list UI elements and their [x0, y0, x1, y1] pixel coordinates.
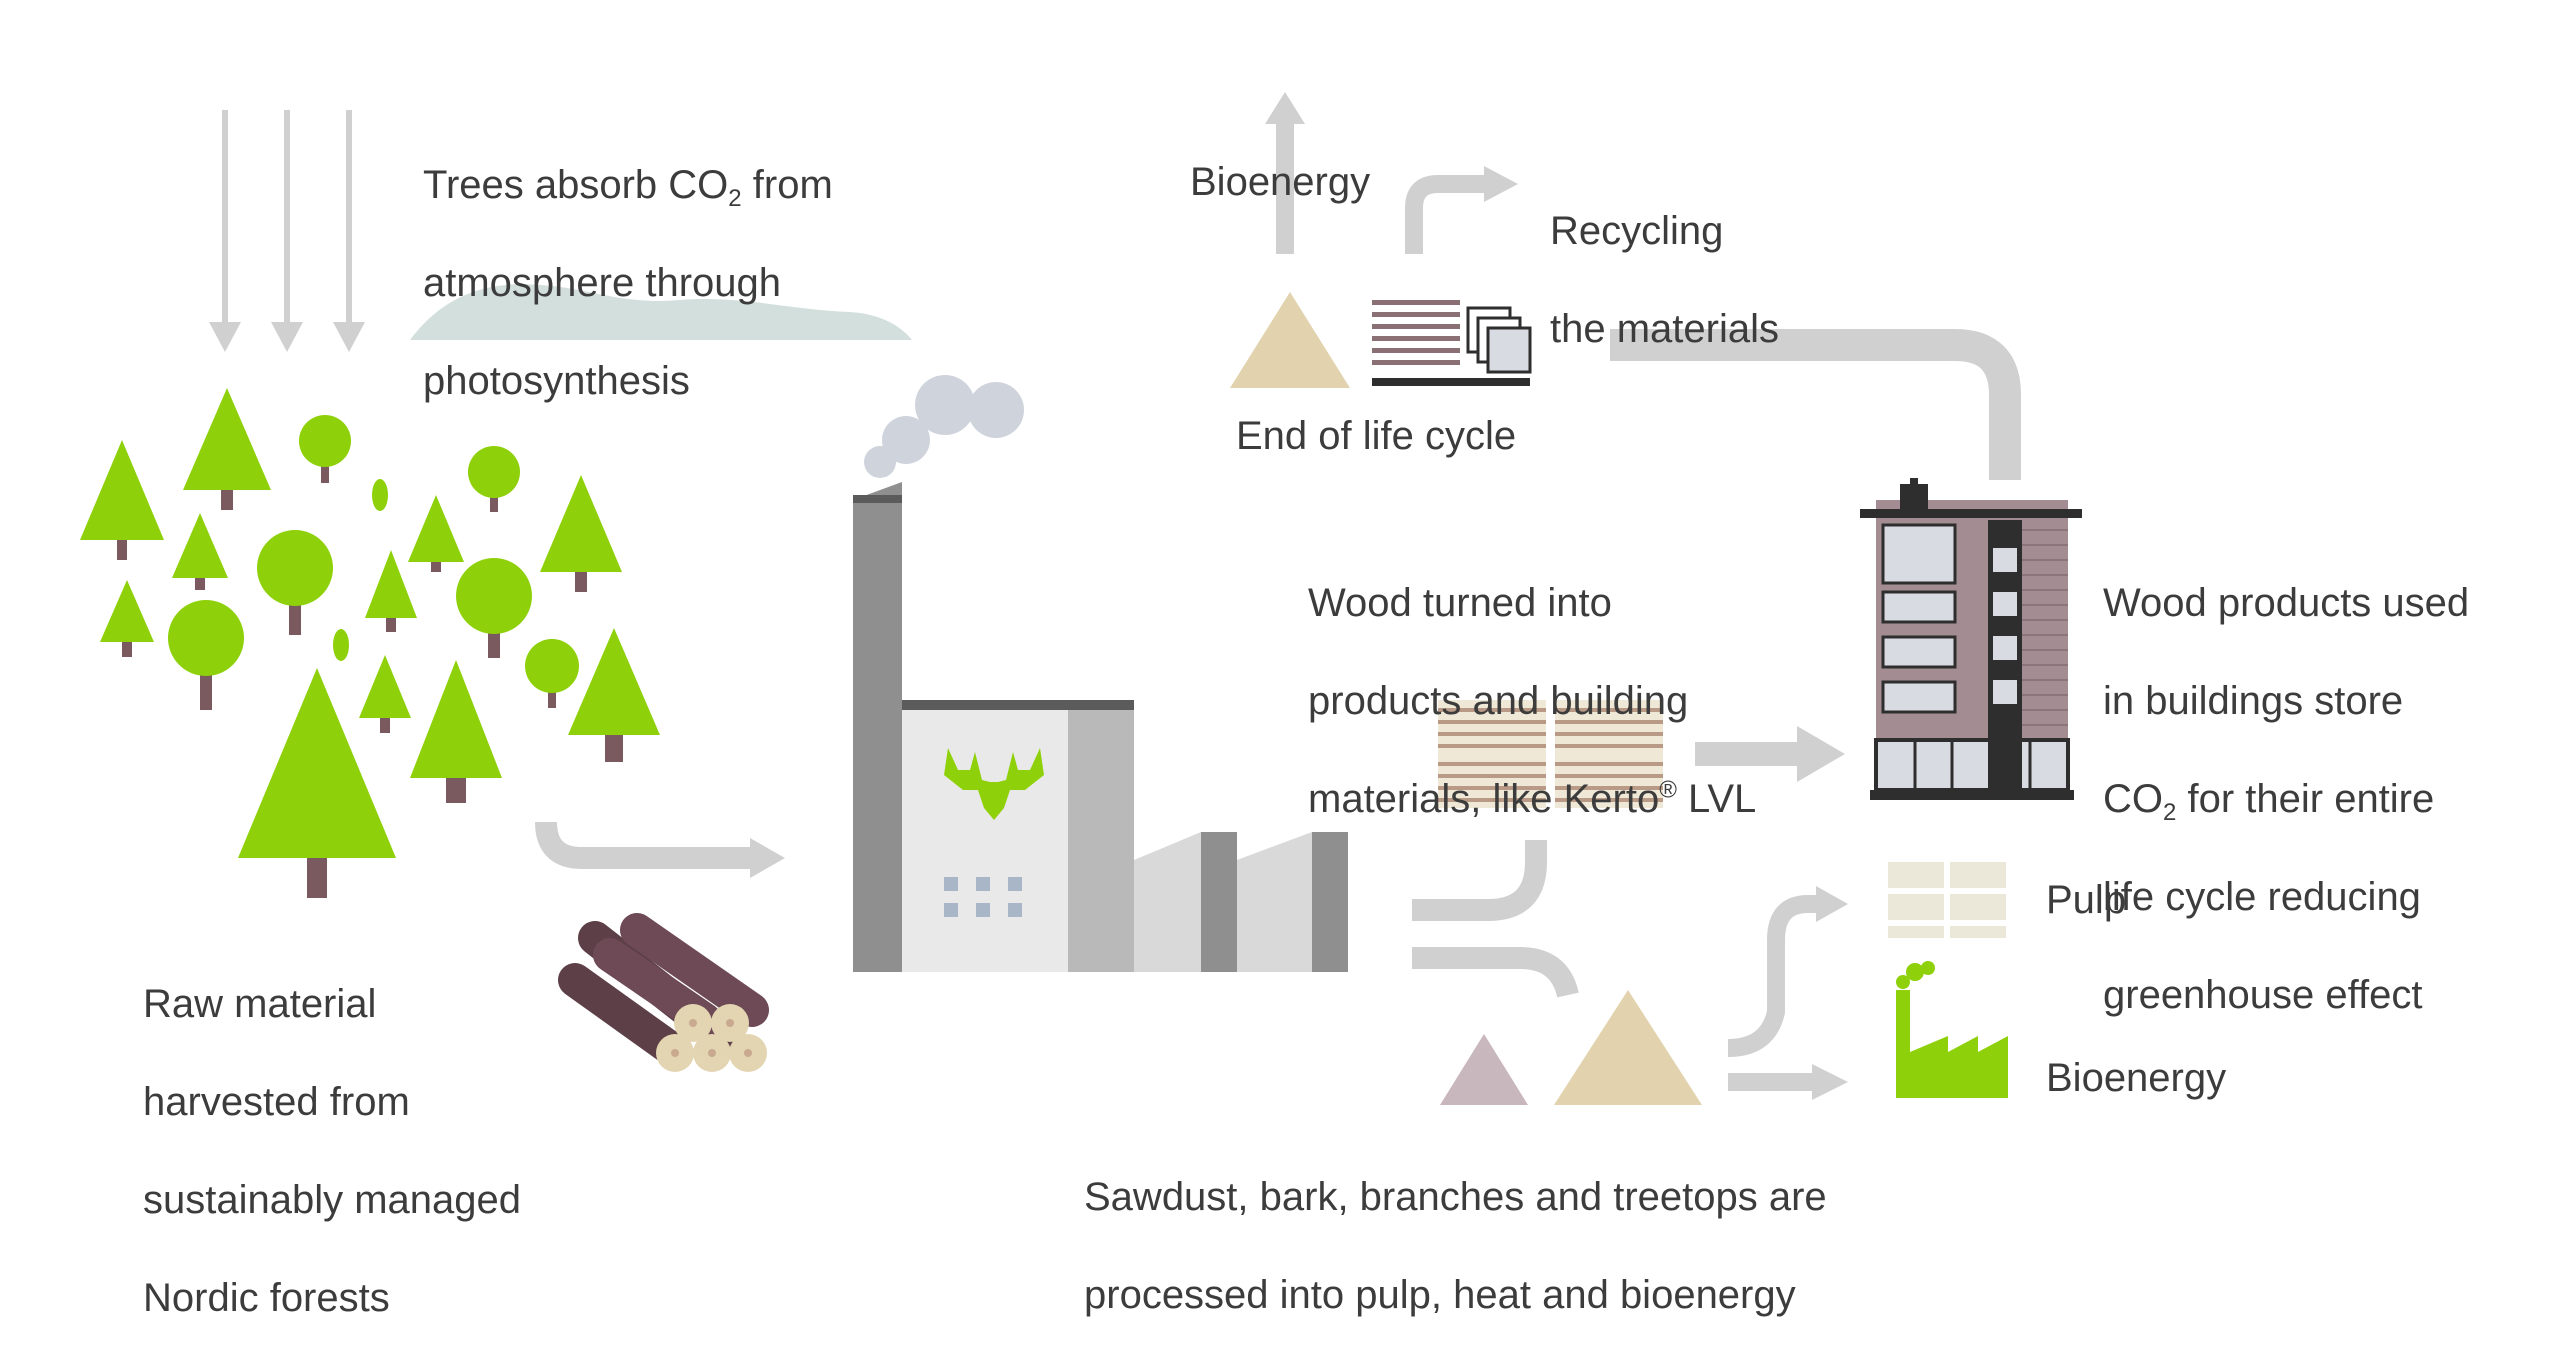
round-tree [525, 639, 579, 708]
conifer-tree [408, 495, 464, 572]
leaf-shape [333, 629, 349, 661]
conifer-tree [183, 388, 271, 510]
bioenergy-up-arrowhead [1265, 92, 1305, 124]
conifer-tree [100, 580, 154, 657]
recycling-arrow [1405, 175, 1488, 254]
leaf-shape [372, 479, 388, 511]
conifer-tree [359, 655, 411, 733]
pulp-label: Pulp [2046, 878, 2127, 922]
mill-to-byproducts-arrows [1412, 840, 1579, 998]
round-tree [168, 600, 244, 710]
stacked-materials-icon [1372, 300, 1532, 386]
recycling-label: Recycling the materials [1550, 209, 1779, 351]
wood-turned-label: Wood turned into products and building m… [1308, 581, 1757, 821]
bioenergy-bottom-label: Bioenergy [2046, 1056, 2227, 1100]
conifer-tree-large [238, 668, 396, 898]
recycling-arrowhead [1484, 166, 1518, 202]
lvl-to-building-arrowhead [1797, 726, 1845, 782]
bioenergy-top-label: Bioenergy [1190, 160, 1371, 204]
forest-to-mill-arrowhead [750, 838, 785, 878]
conifer-tree [540, 475, 622, 592]
sawdust-label: Sawdust, bark, branches and treetops are… [1084, 1175, 1827, 1317]
log-pile [558, 913, 769, 1072]
to-pulp-arrow [1727, 895, 1818, 1057]
sawmill-factory [853, 482, 1348, 972]
to-bioenergy-arrow [1728, 1073, 1812, 1091]
forest-to-mill-arrow [535, 821, 755, 869]
to-pulp-arrowhead [1816, 886, 1848, 922]
atmosphere-cloud-shape [410, 284, 912, 340]
round-tree [257, 530, 333, 635]
conifer-tree [410, 660, 502, 803]
conifer-tree [365, 550, 417, 632]
kerto-lvl-stack [1438, 700, 1663, 808]
conifer-tree [172, 513, 228, 590]
pulp-sheets-icon [1888, 862, 2006, 938]
sawdust-pile [1554, 990, 1702, 1105]
lifecycle-diagram [80, 92, 2082, 1105]
round-tree [468, 446, 520, 512]
bark-pile [1440, 1034, 1528, 1105]
end-of-life-label: End of life cycle [1236, 414, 1517, 458]
forest [80, 388, 660, 898]
bioenergy-up-arrow [1276, 120, 1294, 254]
co2-absorb-arrows [209, 110, 365, 352]
conifer-tree [80, 440, 164, 560]
wood-products-label: Wood products used in buildings store CO… [2103, 581, 2470, 1017]
round-tree [456, 558, 532, 658]
round-tree [299, 415, 351, 483]
small-factory-icon [1896, 961, 2008, 1098]
building-to-end-of-life-pipe [1610, 329, 2021, 480]
to-bioenergy-arrowhead [1812, 1064, 1848, 1100]
raw-material-label: Raw material harvested from sustainably … [143, 982, 522, 1320]
wood-building [1860, 478, 2082, 800]
moose-head-icon [944, 748, 1044, 820]
sand-pile-end-of-life [1230, 292, 1350, 388]
lvl-to-building-arrow [1695, 742, 1797, 766]
smoke-clouds [864, 375, 1024, 478]
conifer-tree [568, 628, 660, 762]
trees-absorb-label: Trees absorb CO2 from atmosphere through… [423, 163, 833, 403]
